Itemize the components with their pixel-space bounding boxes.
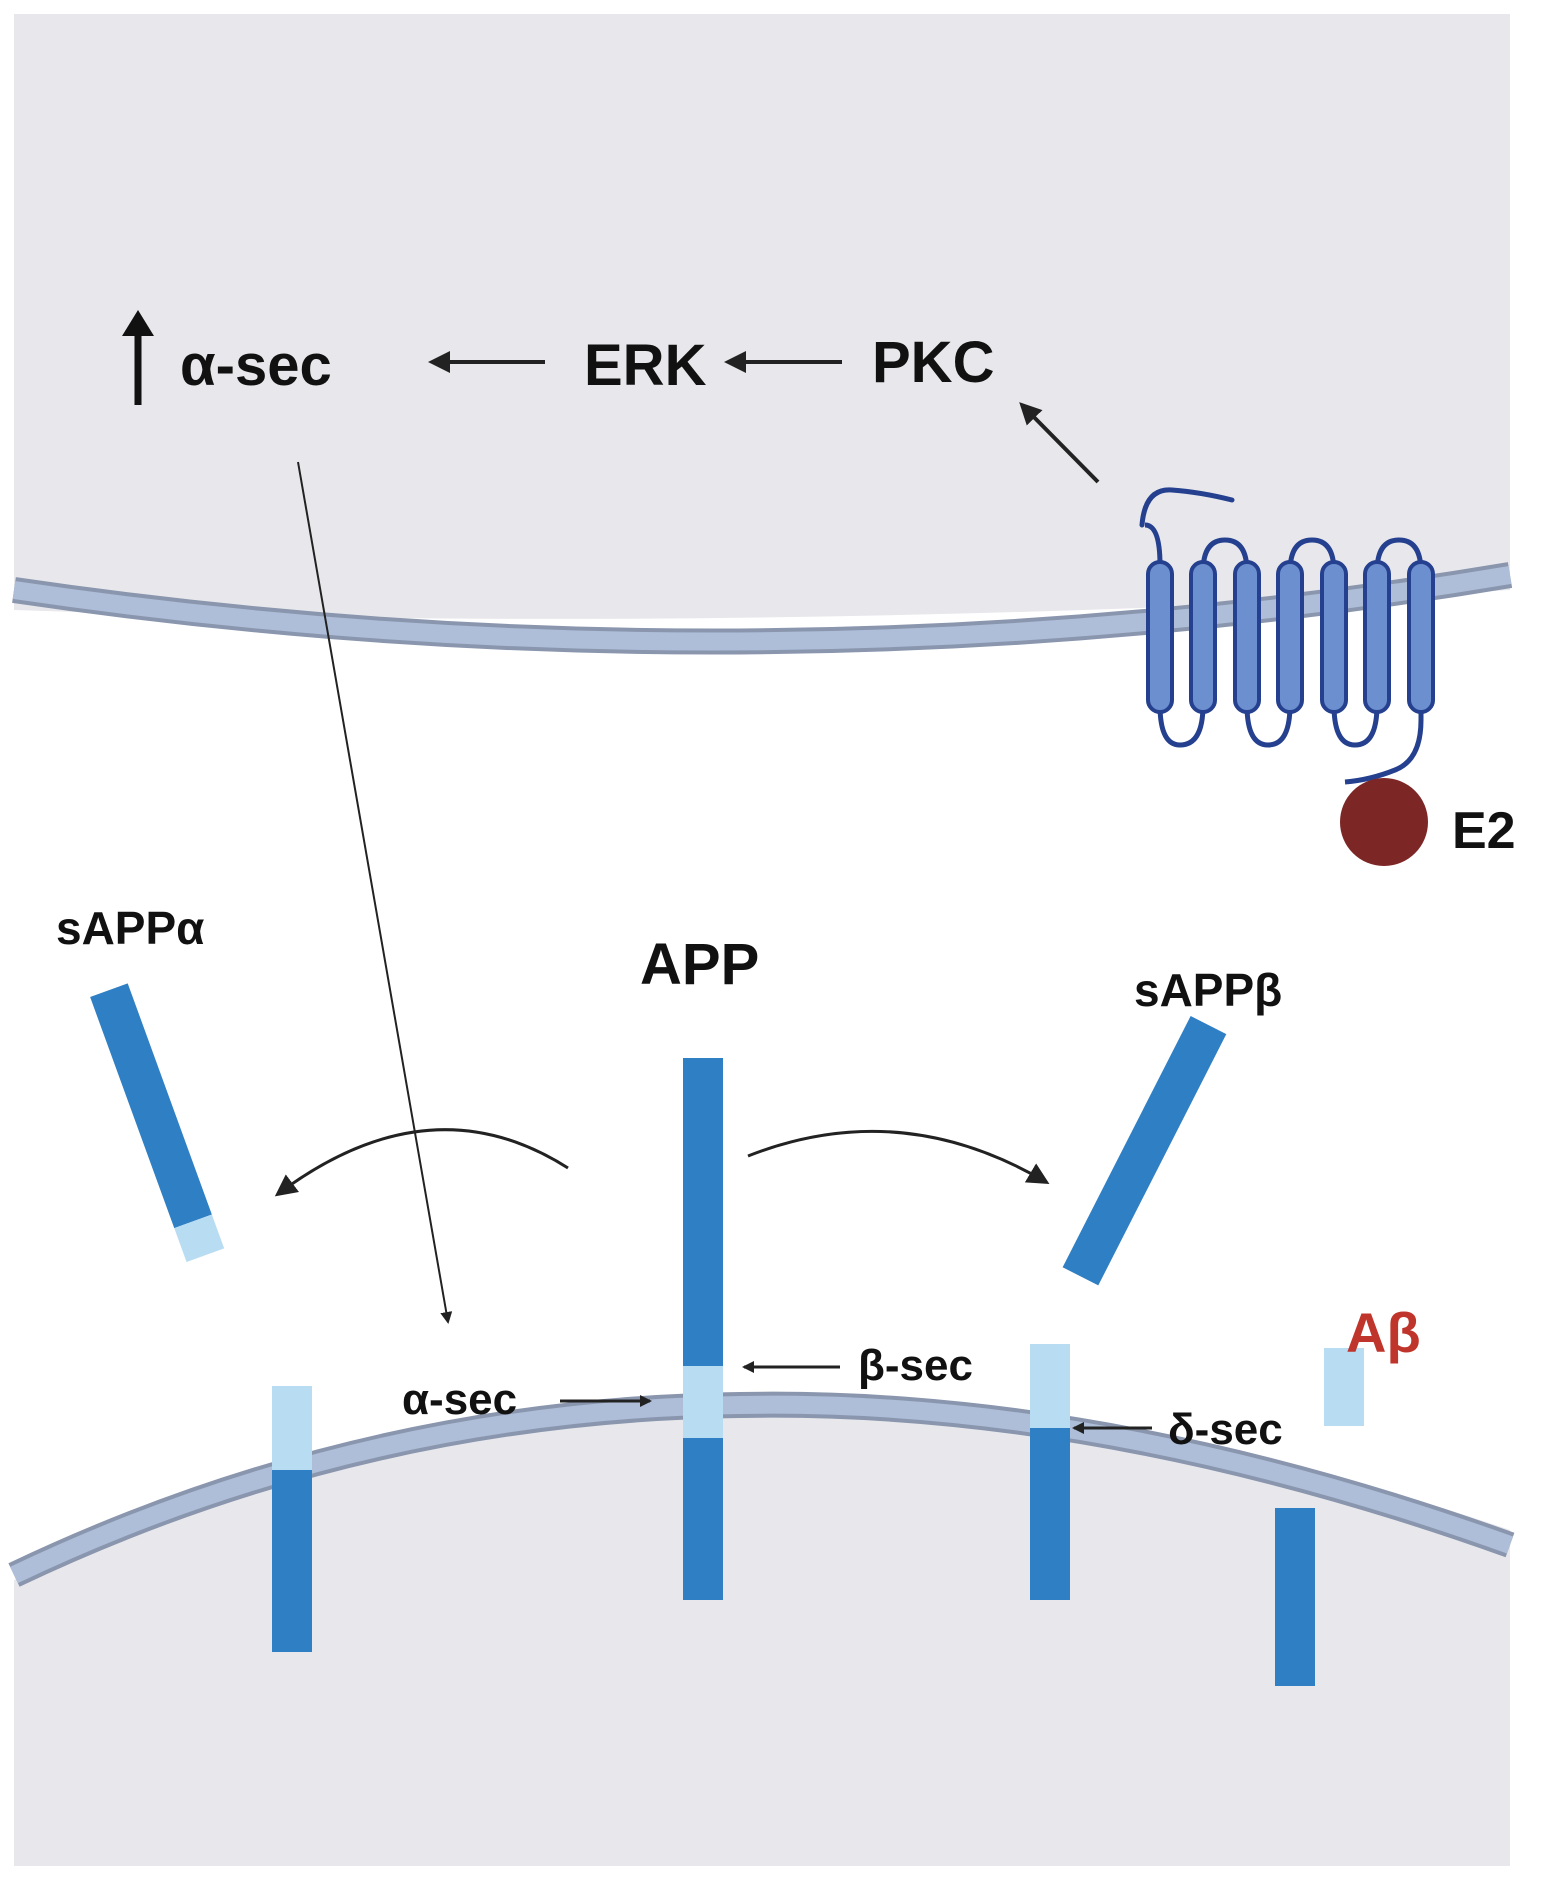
sappa-fragment [90, 983, 225, 1263]
e2-label: E2 [1452, 802, 1516, 860]
alpha-sec-label: α-sec [402, 1375, 517, 1424]
sappb-label: sAPPβ [1134, 964, 1282, 1016]
alpha-sec-translocation-arrow [297, 461, 453, 1324]
seven-transmembrane-receptor-icon [1139, 487, 1435, 785]
pkc-label: PKC [872, 330, 994, 395]
erk-label: ERK [584, 333, 707, 398]
app-to-sappb-arrow [747, 1129, 1050, 1185]
e2-ligand-icon [1340, 778, 1428, 866]
aicd-fragment [1275, 1508, 1315, 1686]
sappb-fragment [1062, 1015, 1227, 1286]
app-to-sappa-arrow [274, 1128, 569, 1197]
abeta-label: Aβ [1346, 1301, 1421, 1364]
beta-sec-label: β-sec [858, 1341, 973, 1390]
up-arrow-icon [122, 310, 154, 405]
c83-fragment [272, 1386, 312, 1652]
lower-membrane [10, 1395, 1514, 1584]
sappa-label: sAPPα [56, 902, 204, 954]
app-protein [683, 1058, 723, 1600]
abeta-fragment [1324, 1348, 1364, 1426]
delta-sec-label: δ-sec [1168, 1405, 1283, 1454]
receptor-to-pkc-arrow [1019, 402, 1100, 484]
alpha-sec-increase-label: α-sec [180, 333, 332, 398]
c99-fragment [1030, 1344, 1070, 1600]
extracellular-space [14, 590, 1510, 1580]
app-label: APP [640, 932, 759, 997]
